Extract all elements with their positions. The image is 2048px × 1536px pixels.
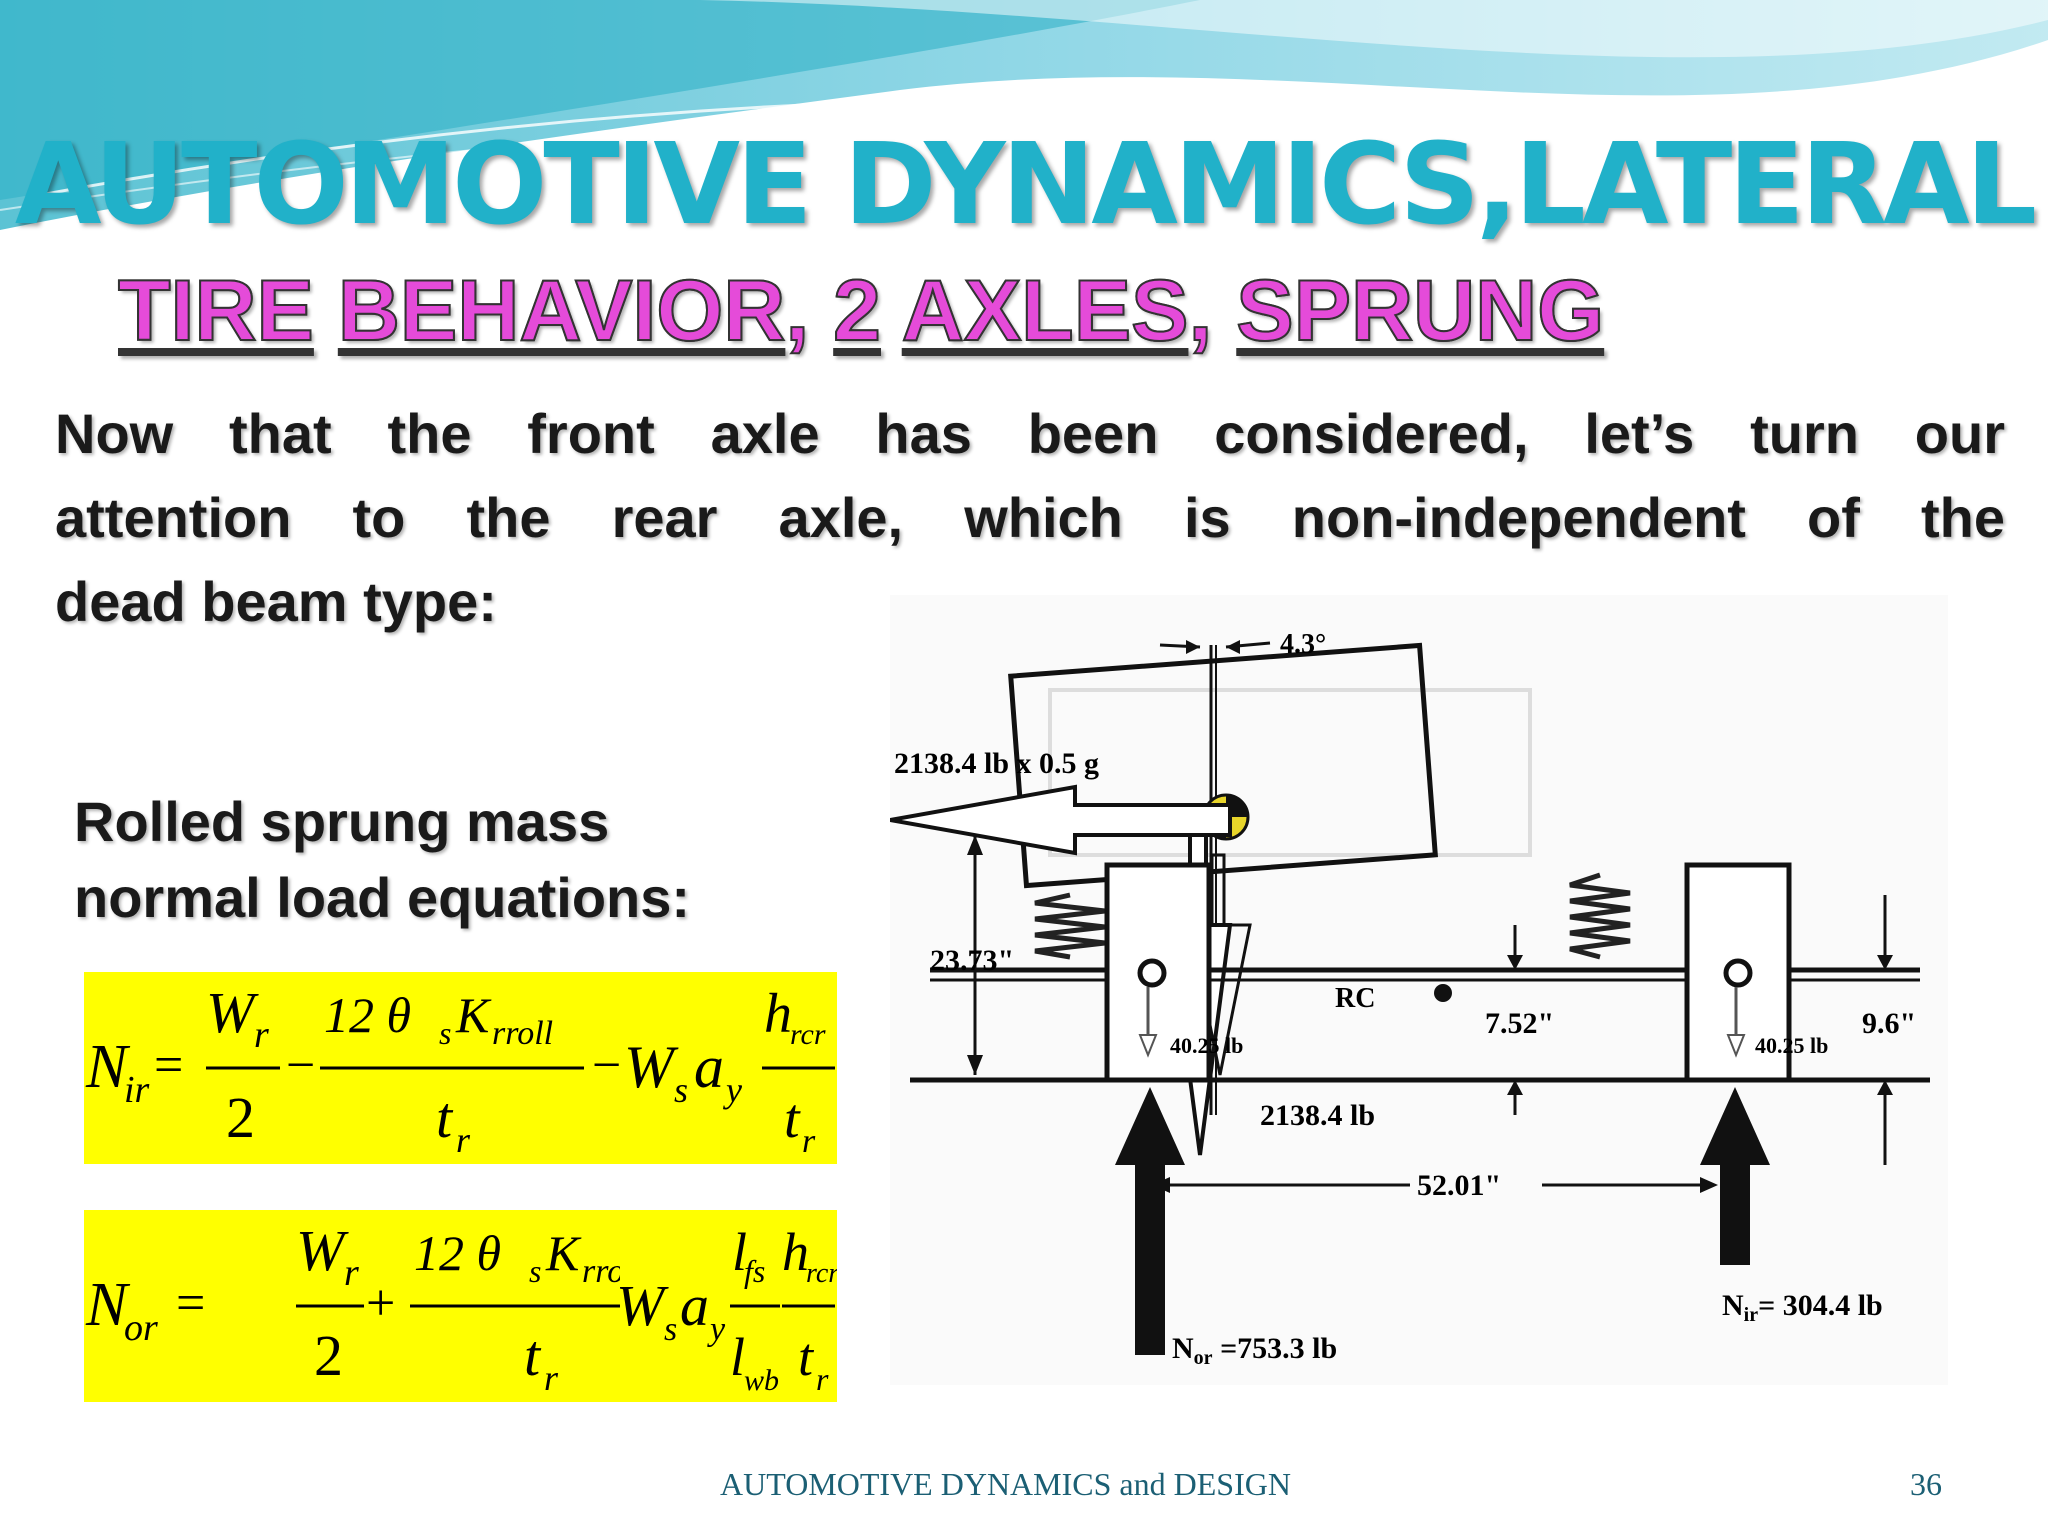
- subtitle-separator: ,: [784, 262, 834, 360]
- subtitle-separator: [314, 263, 338, 359]
- eq-two: 2: [226, 1085, 255, 1150]
- subtitle-word-sprung: SPRUNG: [1235, 262, 1605, 360]
- svg-text:=: =: [176, 1275, 205, 1332]
- right-spring: [1569, 872, 1631, 960]
- eq-ay-sub: y: [707, 1311, 726, 1348]
- eq-op2: −: [592, 1037, 621, 1094]
- sprung-weight-label: 2138.4 lb: [1260, 1099, 1375, 1132]
- equation-n-or-right: + W s a y l fs l wb h rcr t r: [592, 1210, 839, 1402]
- eq-ws-sub: s: [664, 1311, 677, 1348]
- eq-t-sub: r: [802, 1123, 816, 1160]
- eq-k-sub: rroll: [492, 1015, 553, 1052]
- eq-op: −: [286, 1037, 315, 1094]
- eq-l: l: [732, 1222, 747, 1282]
- eq-t: t: [798, 1327, 815, 1387]
- eq-lwb-sub: wb: [744, 1364, 779, 1397]
- equation-n-ir-h-fraction: h rcr t r: [760, 972, 837, 1164]
- eq-ay-sub: y: [723, 1070, 742, 1110]
- eq-theta-sub: s: [529, 1253, 541, 1289]
- eq-t: t: [436, 1085, 454, 1150]
- subtitle-word-axles: AXLES: [901, 262, 1190, 360]
- eq-k: K: [545, 1225, 582, 1281]
- eq-op: +: [366, 1275, 395, 1332]
- lateral-force-label: 2138.4 lb x 0.5 g: [894, 747, 1099, 780]
- eq-wr-sub: r: [254, 1014, 269, 1056]
- subtitle-separator: ,: [1187, 262, 1237, 360]
- eq-l: l: [730, 1327, 745, 1387]
- roll-center-icon: [1434, 984, 1452, 1002]
- eq-lhs: N: [85, 1033, 131, 1101]
- slide-title: AUTOMOTIVE DYNAMICS,LATERAL: [14, 120, 2037, 250]
- right-wheel-load-label: 40.25 lb: [1755, 1033, 1828, 1058]
- eq-t-sub: r: [544, 1358, 559, 1398]
- paragraph-line: attention to the rear axle, which is non…: [55, 486, 2005, 549]
- eq-12theta: 12 θ: [324, 987, 411, 1043]
- eq-h-sub: rcr: [790, 1018, 826, 1051]
- intro-paragraph: Now that the front axle has been conside…: [55, 392, 2005, 644]
- eq-12theta: 12 θ: [414, 1225, 501, 1281]
- subtitle-word-behavior: BEHAVIOR: [337, 262, 787, 360]
- eq-h: h: [782, 1222, 809, 1282]
- svg-text:=: =: [154, 1037, 183, 1094]
- equations-heading: Rolled sprung mass normal load equations…: [74, 784, 690, 936]
- track-width-label: 52.01": [1417, 1169, 1501, 1202]
- eq-t-sub: r: [816, 1361, 829, 1397]
- inner-normal-load-arrow-icon: [1700, 1087, 1770, 1265]
- eq-theta-sub: s: [439, 1015, 451, 1051]
- axle-height-label: 9.6": [1862, 1007, 1916, 1040]
- cg-height-label: 23.73": [930, 944, 1014, 977]
- eq-ws: W: [624, 1034, 679, 1100]
- eq-lhs-sub: or: [124, 1307, 158, 1349]
- eq-ws: W: [620, 1273, 669, 1338]
- outer-normal-load-arrow-icon: [1115, 1087, 1185, 1355]
- n-or-label: Nor =753.3 lb: [1172, 1332, 1337, 1369]
- eq-t: t: [784, 1088, 801, 1150]
- eq-two: 2: [314, 1323, 343, 1388]
- eq-t: t: [524, 1323, 542, 1388]
- left-wheel-center-icon: [1137, 958, 1167, 988]
- paragraph-line: dead beam type:: [55, 570, 497, 633]
- eq-lhs-sub: ir: [124, 1069, 150, 1111]
- eq-ws-sub: s: [674, 1070, 688, 1110]
- equations-heading-line: normal load equations:: [74, 866, 691, 929]
- roll-angle-label: 4.3°: [1280, 629, 1326, 660]
- equations-heading-line: Rolled sprung mass: [74, 790, 610, 853]
- subtitle-word-tire: TIRE: [117, 262, 315, 360]
- eq-wr: W: [206, 980, 259, 1045]
- equation-n-ir: N ir = W r 2 − 12 θ s K rroll t r − W s …: [84, 972, 837, 1164]
- eq-ay: a: [680, 1273, 709, 1338]
- subtitle-separator: [881, 263, 902, 359]
- paragraph-line: Now that the front axle has been conside…: [55, 402, 2005, 465]
- eq-h: h: [764, 983, 792, 1045]
- rear-axle-roll-diagram: 2138.4 lb x 0.5 g 4.3° 40.25 lb 40.25 lb…: [890, 595, 1948, 1385]
- eq-lhs: N: [85, 1271, 131, 1339]
- eq-lfs-sub: fs: [744, 1253, 765, 1289]
- page-number: 36: [1910, 1466, 1942, 1502]
- slide-subtitle: TIRE BEHAVIOR, 2 AXLES, SPRUNG: [117, 262, 1605, 361]
- eq-h-sub: rcr: [806, 1258, 837, 1289]
- eq-k: K: [455, 987, 492, 1043]
- eq-ay: a: [694, 1034, 724, 1100]
- left-wheel-load-label: 40.25 lb: [1170, 1033, 1243, 1058]
- right-wheel-center-icon: [1723, 958, 1753, 988]
- eq-wr-sub: r: [344, 1252, 359, 1294]
- roll-center-label: RC: [1335, 983, 1375, 1014]
- subtitle-word-2: 2: [832, 262, 882, 360]
- eq-t-sub: r: [456, 1120, 471, 1160]
- rc-height-label: 7.52": [1485, 1007, 1554, 1040]
- slide-footer: AUTOMOTIVE DYNAMICS and DESIGN: [720, 1466, 1291, 1502]
- header-wave-decoration: [0, 0, 2048, 230]
- n-ir-label: Nir= 304.4 lb: [1722, 1289, 1883, 1326]
- eq-wr: W: [296, 1218, 349, 1283]
- unrolled-body-outline: [1048, 688, 1532, 857]
